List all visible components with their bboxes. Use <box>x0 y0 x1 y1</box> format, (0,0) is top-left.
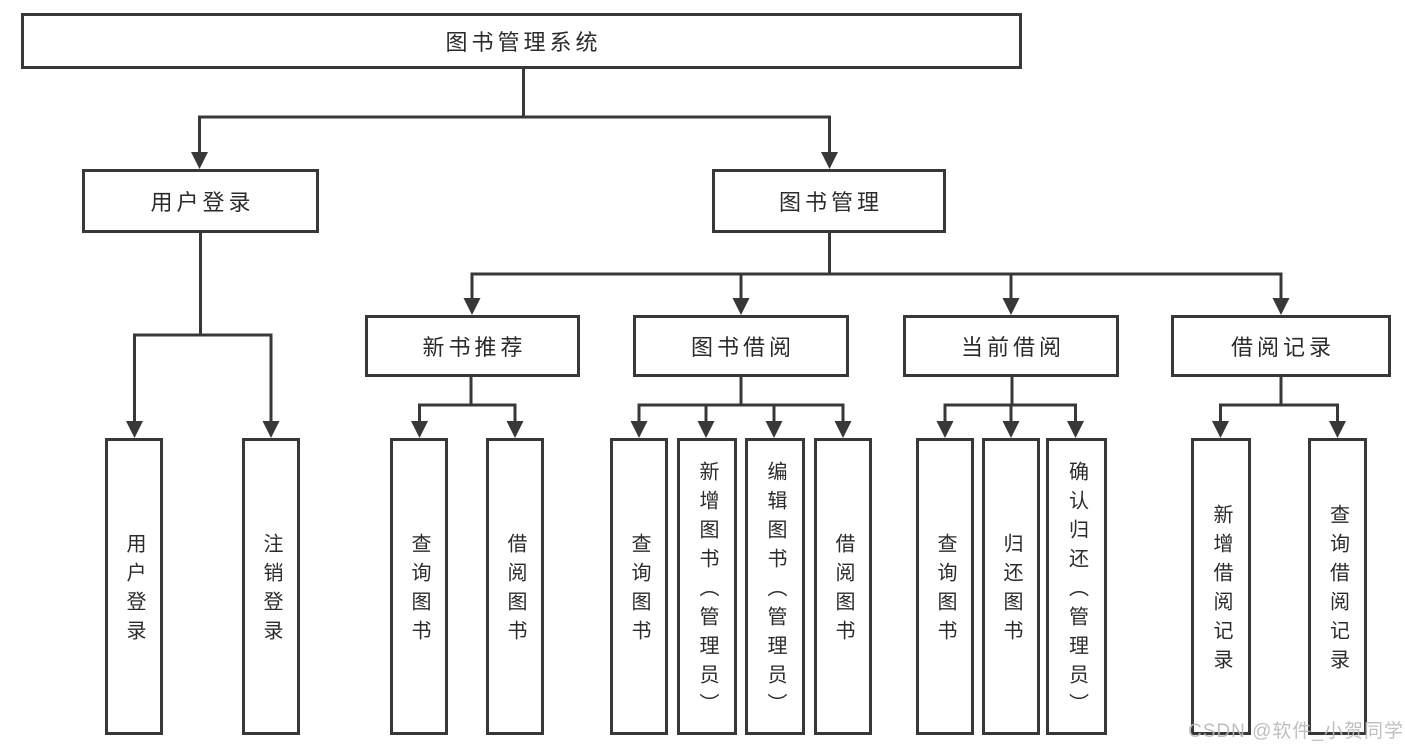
leaf-query-books-borrow: 查询图书 <box>610 438 668 735</box>
leaf-confirm-return-admin: 确认归还（管理员） <box>1046 438 1107 735</box>
node-label: 新书推荐 <box>422 335 527 360</box>
node-label: 图书管理 <box>778 190 883 215</box>
node-label: 图书借阅 <box>690 335 795 360</box>
leaf-add-borrow-record: 新增借阅记录 <box>1191 438 1251 735</box>
leaf-return-books: 归还图书 <box>982 438 1040 735</box>
node-label: 当前借阅 <box>960 335 1065 360</box>
leaf-logout: 注销登录 <box>242 438 300 735</box>
leaf-query-borrow-record: 查询借阅记录 <box>1308 438 1367 735</box>
leaf-label: 用户登录 <box>123 533 145 649</box>
csdn-watermark: CSDN @软件_小贺同学 <box>1188 721 1404 742</box>
leaf-label: 注销登录 <box>260 533 282 649</box>
leaf-label: 确认归还（管理员） <box>1065 460 1088 722</box>
leaf-label: 新增借阅记录 <box>1210 504 1232 678</box>
node-label: 图书管理系统 <box>445 30 602 55</box>
leaf-label: 查询图书 <box>408 533 430 649</box>
leaf-edit-books-admin: 编辑图书（管理员） <box>745 438 805 735</box>
arrowheads <box>126 152 1346 438</box>
leaf-query-books-current: 查询图书 <box>916 438 974 735</box>
leaf-query-books-recommend: 查询图书 <box>390 438 448 735</box>
leaf-add-books-admin: 新增图书（管理员） <box>677 438 737 735</box>
node-label: 借阅记录 <box>1230 335 1335 360</box>
leaf-user-login: 用户登录 <box>105 438 163 735</box>
node-current-borrow: 当前借阅 <box>903 315 1119 377</box>
node-book-borrow: 图书借阅 <box>633 315 849 377</box>
node-book-management: 图书管理 <box>712 169 946 233</box>
node-borrow-records: 借阅记录 <box>1171 315 1391 377</box>
node-library-management-system: 图书管理系统 <box>21 13 1022 69</box>
leaf-label: 借阅图书 <box>504 533 526 649</box>
leaf-borrow-books: 借阅图书 <box>814 438 872 735</box>
leaf-label: 查询借阅记录 <box>1326 504 1349 678</box>
node-new-book-recommend: 新书推荐 <box>365 315 580 377</box>
leaf-label: 编辑图书（管理员） <box>764 460 786 722</box>
leaf-borrow-books-recommend: 借阅图书 <box>486 438 544 735</box>
leaf-label: 查询图书 <box>628 533 650 649</box>
leaf-label: 归还图书 <box>1000 533 1022 649</box>
leaf-label: 新增图书（管理员） <box>696 460 718 722</box>
node-label: 用户登录 <box>150 190 255 215</box>
node-user-login: 用户登录 <box>82 169 319 233</box>
leaf-label: 查询图书 <box>934 533 956 649</box>
leaf-label: 借阅图书 <box>832 533 854 649</box>
